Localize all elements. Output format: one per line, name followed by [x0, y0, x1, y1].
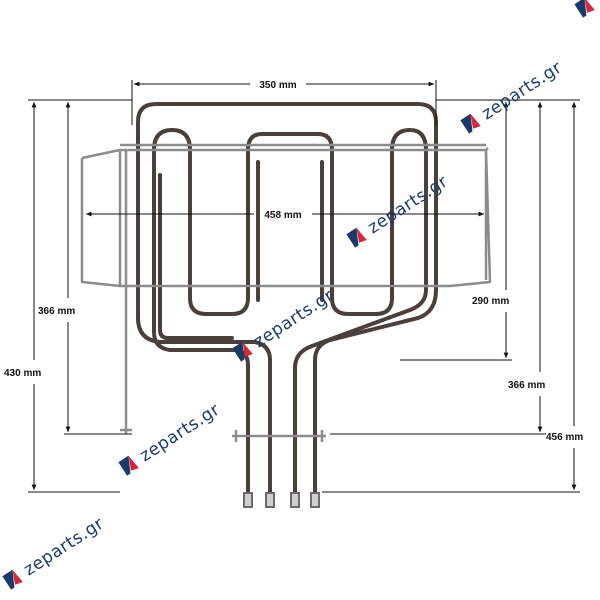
zeparts-logo-icon — [2, 569, 23, 590]
dimension-lines — [28, 80, 580, 493]
dim-left-inner-height: 366 mm — [38, 306, 75, 317]
element-left-serpentine — [152, 128, 428, 497]
watermark-5: zeparts.gr — [460, 58, 566, 134]
watermark-text: zeparts.gr — [136, 400, 223, 466]
zeparts-logo-icon — [232, 341, 253, 362]
terminal-1 — [243, 492, 253, 508]
watermark-6-logo — [574, 0, 595, 18]
watermark-2: zeparts.gr — [118, 400, 224, 476]
rack-right-side — [449, 149, 492, 288]
terminal-2 — [265, 492, 275, 508]
element-inner-loop — [256, 160, 324, 302]
dim-right-element-height: 290 mm — [472, 296, 509, 307]
zeparts-logo-icon — [460, 113, 481, 134]
watermark-1: zeparts.gr — [2, 514, 108, 590]
zeparts-logo-icon — [346, 227, 367, 248]
dim-left-outer-height: 430 mm — [4, 368, 41, 379]
dim-right-outer-height: 456 mm — [546, 432, 583, 443]
mounting-bracket — [232, 430, 326, 442]
dim-right-mid-height: 366 mm — [508, 380, 545, 391]
dim-rack-width: 458 mm — [264, 210, 301, 221]
element-terminals — [243, 492, 320, 508]
terminal-4 — [310, 492, 320, 508]
element-lower-return — [158, 173, 234, 340]
watermark-text: zeparts.gr — [478, 58, 565, 124]
terminal-3 — [290, 492, 300, 508]
dim-top-width: 350 mm — [259, 80, 296, 91]
rack-top-rail — [81, 147, 489, 160]
element-outer-loop — [136, 102, 438, 497]
rack-left-side — [80, 150, 122, 288]
rack-left-hook — [120, 150, 132, 434]
watermark-text: zeparts.gr — [20, 514, 107, 580]
wire-rack — [80, 143, 492, 434]
zeparts-logo-icon — [118, 455, 139, 476]
watermark-text: zeparts.gr — [364, 172, 451, 238]
heating-element — [136, 102, 438, 497]
